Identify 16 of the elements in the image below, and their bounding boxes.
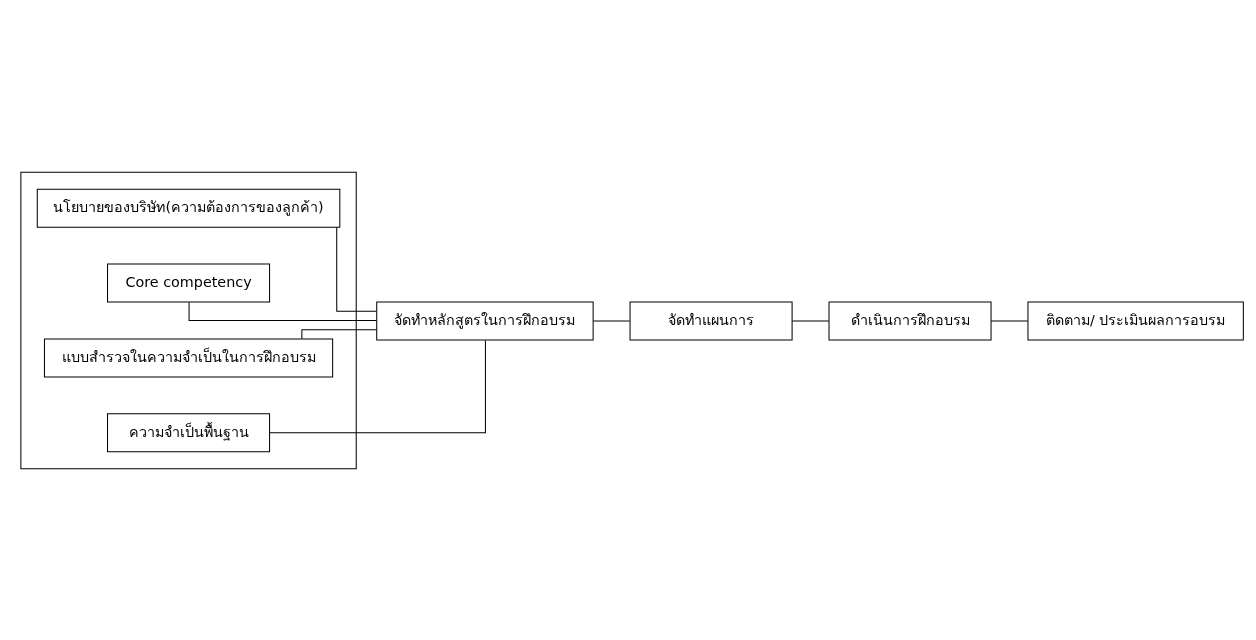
connector [301, 328, 378, 339]
node-box: จัดทำแผนการ [629, 301, 793, 340]
node-box: ดำเนินการฝึกอบรม [828, 301, 992, 340]
connector [592, 320, 631, 322]
connector [269, 339, 486, 433]
connector [990, 320, 1029, 322]
node-box: นโยบายของบริษัท(ความต้องการของลูกค้า) [36, 188, 341, 228]
node-box: ความจำเป็นพื้นฐาน [107, 412, 271, 452]
node-box: แบบสำรวจในความจำเป็นในการฝึกอบรม [43, 337, 334, 377]
node-box: ติดตาม/ ประเมินผลการอบรม [1027, 301, 1244, 340]
connector [188, 301, 377, 321]
connector [336, 226, 377, 312]
cluster [20, 171, 357, 469]
node-box: จัดทำหลักสูตรในการฝึกอบรม [376, 301, 594, 340]
connector [791, 320, 830, 322]
node-box: Core competency [107, 263, 271, 303]
